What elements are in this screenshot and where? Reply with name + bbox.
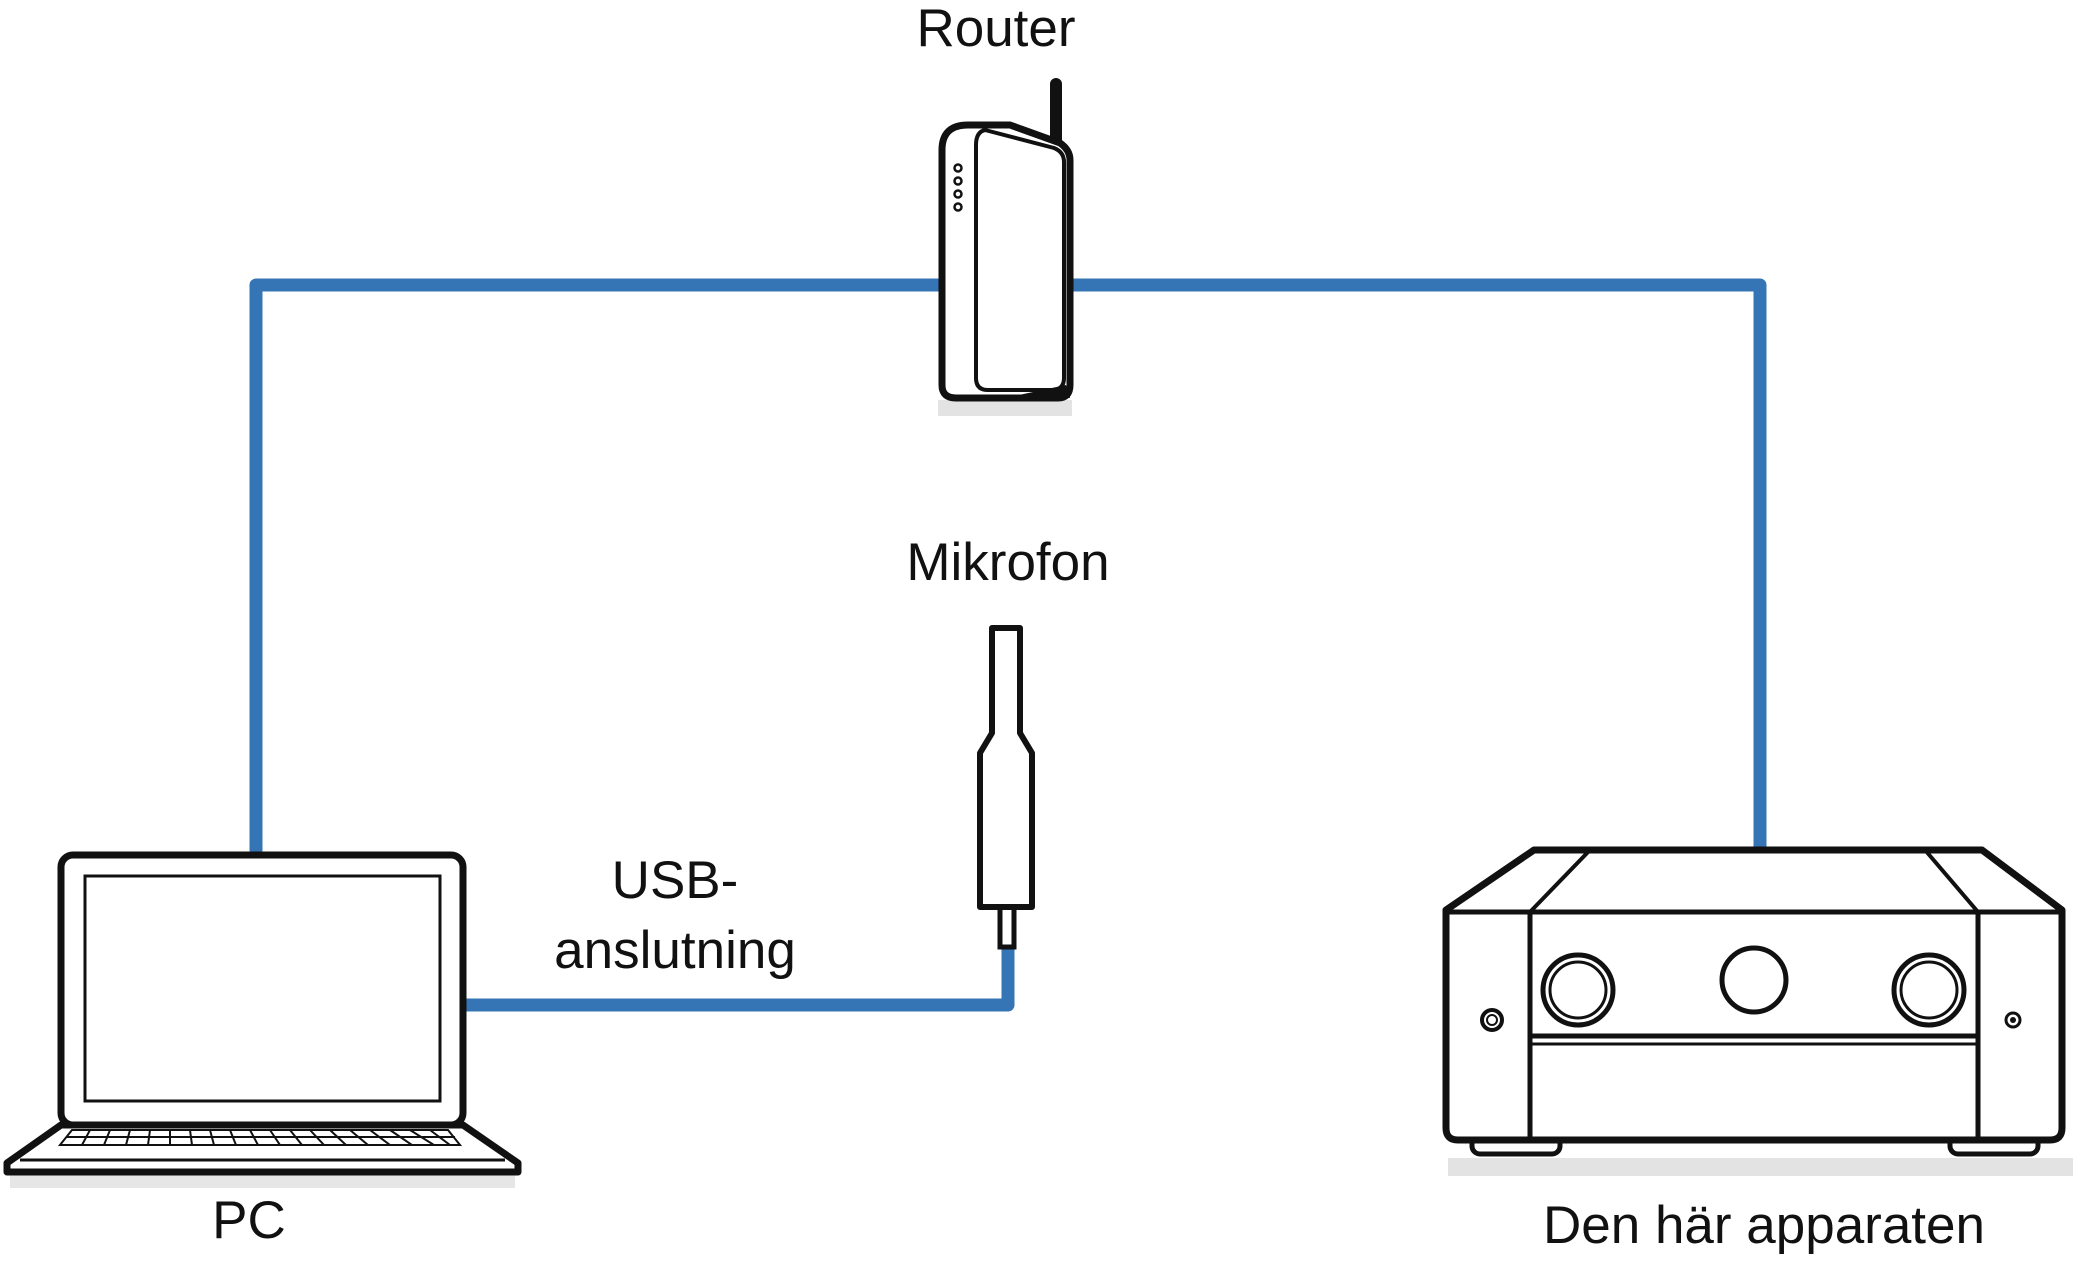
network-cables [249,278,1767,1012]
usb-cable [458,938,1015,1012]
microphone-label: Mikrofon [906,533,1109,592]
laptop-icon [3,851,522,1188]
pc-label: PC [212,1191,286,1250]
router-icon [938,78,1074,416]
usb-label-line1: USB- [612,851,739,910]
usb-label-line2: anslutning [554,921,796,980]
av-receiver-icon [1442,846,2073,1176]
router-label: Router [916,0,1075,58]
cable-router-to-device [1061,278,1767,857]
device-label: Den här apparaten [1543,1196,1985,1255]
microphone-icon [977,625,1035,950]
cable-router-to-pc [249,278,947,857]
